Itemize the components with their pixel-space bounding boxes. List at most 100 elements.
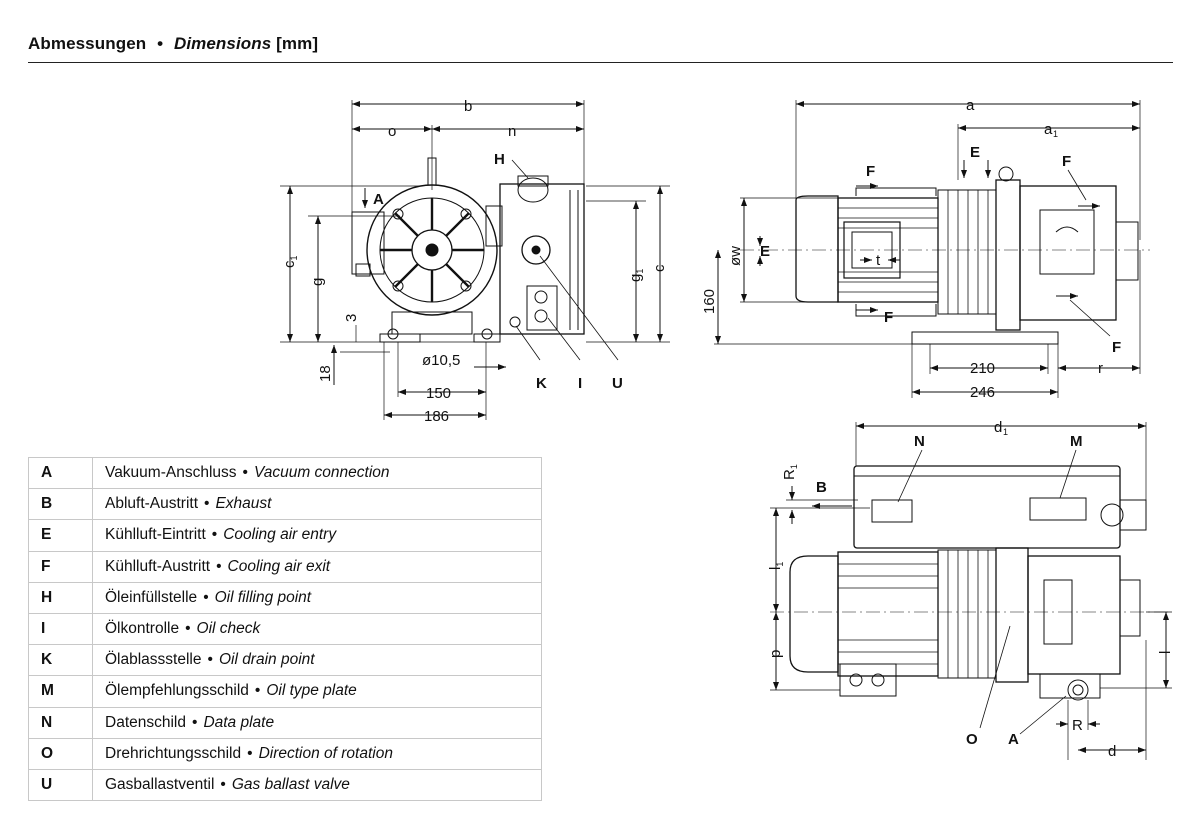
dim-210: 210 <box>970 360 995 377</box>
legend-bullet: • <box>247 744 253 762</box>
legend-de: Ölkontrolle <box>105 620 180 638</box>
front-view <box>280 100 670 420</box>
dim-g: g <box>309 278 326 286</box>
legend-description: Öleinfüllstelle • Oil filling point <box>92 581 542 614</box>
legend-en: Oil type plate <box>266 682 357 700</box>
dim-ow: øw <box>727 246 744 266</box>
dim-a: a <box>966 97 975 114</box>
callout-K: K <box>536 375 547 392</box>
legend-de: Vakuum-Anschluss <box>105 464 237 482</box>
dim-R1-sub: 1 <box>789 464 799 469</box>
legend-description: Kühlluft-Austritt•Cooling air exit <box>92 550 542 583</box>
legend-description: Ölablassstelle • Oil drain point <box>92 644 542 677</box>
callout-U: U <box>612 375 623 392</box>
legend-bullet: • <box>203 588 209 606</box>
legend-bullet: • <box>204 495 210 513</box>
legend-description: Datenschild•Data plate <box>92 706 542 739</box>
side-view <box>714 100 1150 398</box>
legend-en: Oil drain point <box>218 651 315 669</box>
legend-de: Gasballastventil <box>105 775 215 793</box>
dim-a1: a <box>1044 121 1053 138</box>
page-title: Abmessungen • Dimensions [mm] <box>28 34 318 54</box>
dim-246: 246 <box>970 384 995 401</box>
legend-description: Drehrichtungsschild•Direction of rotatio… <box>92 737 542 770</box>
dim-3: 3 <box>343 314 360 322</box>
dim-c1: c1 <box>281 255 299 268</box>
callout-F-bottom: F <box>884 309 893 326</box>
legend-row: U Gasballastventil • Gas ballast valve <box>28 768 542 802</box>
dim-R: R <box>1072 717 1083 734</box>
title-bullet: • <box>157 34 164 53</box>
dim-o: o <box>388 123 396 140</box>
legend-de: Öleinfüllstelle <box>105 588 198 606</box>
legend-description: Vakuum-Anschluss•Vacuum connection <box>92 456 542 490</box>
legend-code: F <box>28 550 93 583</box>
title-de: Abmessungen <box>28 34 147 53</box>
dim-d1: d <box>994 419 1002 436</box>
legend-de: Drehrichtungsschild <box>105 744 242 762</box>
dim-d1-sub: 1 <box>1003 427 1008 437</box>
legend-code: H <box>28 581 93 614</box>
dim-186: 186 <box>424 408 449 425</box>
legend-en: Oil check <box>196 620 261 638</box>
dim-R1: R1 <box>781 464 799 480</box>
legend-bullet: • <box>207 651 213 669</box>
legend-description: Abluft-Austritt • Exhaust <box>92 488 542 521</box>
legend-en: Exhaust <box>215 495 272 513</box>
legend-code: M <box>28 675 93 708</box>
legend-bullet: • <box>216 557 222 575</box>
dim-p: p <box>767 650 784 658</box>
dim-d: d <box>1108 743 1116 760</box>
callout-E-top: E <box>970 144 980 161</box>
legend-de: Kühlluft-Eintritt <box>105 526 206 544</box>
callout-F-right: F <box>1112 339 1121 356</box>
legend-code: B <box>28 488 93 521</box>
dim-c1-sub: 1 <box>289 255 299 260</box>
legend-code: U <box>28 768 93 802</box>
dim-hole: ø10,5 <box>422 352 460 369</box>
top-view <box>770 422 1172 760</box>
header-rule <box>28 62 1173 63</box>
legend-row: H Öleinfüllstelle • Oil filling point <box>28 581 542 614</box>
dim-l1: l1 <box>767 562 785 570</box>
legend-description: Ölempfehlungsschild•Oil type plate <box>92 675 542 708</box>
legend-row: E Kühlluft-Eintritt • Cooling air entry <box>28 519 542 552</box>
legend-en: Gas ballast valve <box>231 775 350 793</box>
legend-de: Ölablassstelle <box>105 651 202 669</box>
legend-code: K <box>28 644 93 677</box>
callout-I: I <box>578 375 582 392</box>
callout-F-top-right: F <box>1062 153 1071 170</box>
legend-row: K Ölablassstelle • Oil drain point <box>28 644 542 677</box>
dim-t: t <box>876 252 881 269</box>
legend-bullet: • <box>185 620 191 638</box>
legend-en: Cooling air entry <box>223 526 337 544</box>
dim-150: 150 <box>426 385 451 402</box>
legend-en: Oil filling point <box>214 588 312 606</box>
legend-code: O <box>28 737 93 770</box>
callout-N: N <box>914 433 925 450</box>
dim-c: c <box>651 264 668 272</box>
legend-row: B Abluft-Austritt • Exhaust <box>28 488 542 521</box>
callout-A: A <box>373 191 384 208</box>
legend-de: Abluft-Austritt <box>105 495 199 513</box>
legend-bullet: • <box>220 775 226 793</box>
callout-H: H <box>494 151 505 168</box>
legend-description: Kühlluft-Eintritt • Cooling air entry <box>92 519 542 552</box>
callout-A-top: A <box>1008 731 1019 748</box>
legend-de: Ölempfehlungsschild <box>105 682 249 700</box>
legend-de: Datenschild <box>105 713 186 731</box>
dim-l1-sub: 1 <box>775 562 785 567</box>
legend-description: Gasballastventil • Gas ballast valve <box>92 768 542 802</box>
legend-code: E <box>28 519 93 552</box>
legend-en: Data plate <box>203 713 275 731</box>
legend-bullet: • <box>211 526 218 544</box>
dim-l: l <box>1157 651 1174 654</box>
callout-E-left: E <box>760 243 770 260</box>
title-unit: [mm] <box>276 34 319 53</box>
legend-description: Ölkontrolle • Oil check <box>92 612 542 646</box>
callout-F-top: F <box>866 163 875 180</box>
legend-bullet: • <box>242 464 248 482</box>
